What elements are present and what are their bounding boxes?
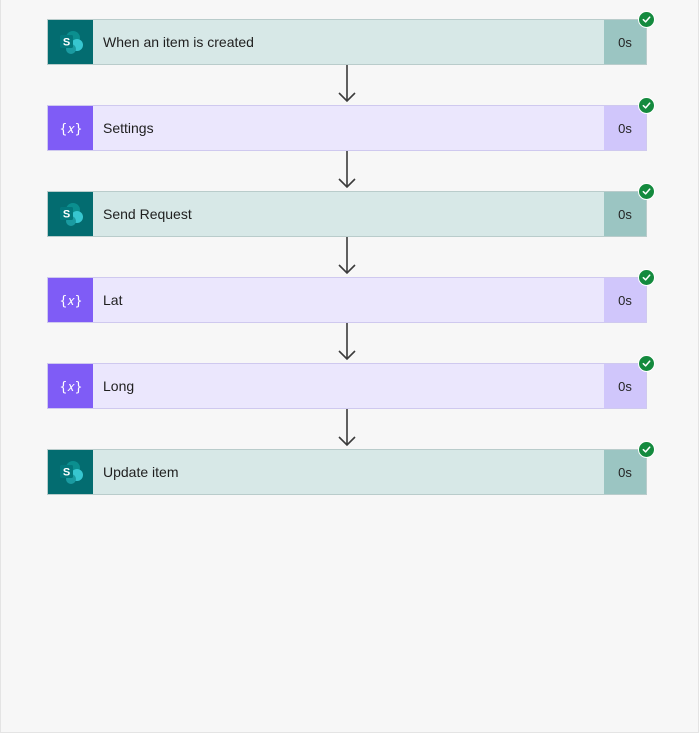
arrow-down-icon — [338, 409, 356, 447]
step-duration: 0s — [604, 192, 646, 236]
success-check-icon — [638, 183, 655, 200]
success-check-icon — [638, 269, 655, 286]
success-check-icon — [638, 441, 655, 458]
arrow-down-icon — [338, 151, 356, 189]
svg-text:S: S — [62, 37, 69, 49]
success-check-icon — [638, 355, 655, 372]
step-label: Long — [103, 378, 135, 394]
step-send-request[interactable]: S Send Request 0s — [47, 183, 655, 237]
arrow-down-icon — [338, 65, 356, 103]
step-when-an-item-is-created[interactable]: S When an item is created 0s — [47, 11, 655, 65]
success-check-icon — [638, 97, 655, 114]
step-duration: 0s — [604, 106, 646, 150]
sharepoint-icon: S — [48, 450, 93, 494]
success-check-icon — [638, 11, 655, 28]
step-duration: 0s — [604, 278, 646, 322]
step-label: Lat — [103, 292, 123, 308]
variable-icon: {𝑥} — [48, 106, 93, 150]
svg-text:{𝑥}: {𝑥} — [59, 294, 82, 309]
step-label: Update item — [103, 464, 179, 480]
arrow-down-icon — [338, 323, 356, 361]
step-duration: 0s — [604, 364, 646, 408]
step-lat[interactable]: {𝑥} Lat 0s — [47, 269, 655, 323]
svg-text:S: S — [62, 209, 69, 221]
step-long[interactable]: {𝑥} Long 0s — [47, 355, 655, 409]
step-update-item[interactable]: S Update item 0s — [47, 441, 655, 495]
svg-text:{𝑥}: {𝑥} — [59, 122, 82, 137]
variable-icon: {𝑥} — [48, 364, 93, 408]
step-duration: 0s — [604, 20, 646, 64]
step-settings[interactable]: {𝑥} Settings 0s — [47, 97, 655, 151]
svg-text:S: S — [62, 467, 69, 479]
variable-icon: {𝑥} — [48, 278, 93, 322]
svg-text:{𝑥}: {𝑥} — [59, 380, 82, 395]
arrow-down-icon — [338, 237, 356, 275]
sharepoint-icon: S — [48, 192, 93, 236]
step-label: When an item is created — [103, 34, 254, 50]
step-label: Settings — [103, 120, 154, 136]
step-label: Send Request — [103, 206, 192, 222]
sharepoint-icon: S — [48, 20, 93, 64]
step-duration: 0s — [604, 450, 646, 494]
